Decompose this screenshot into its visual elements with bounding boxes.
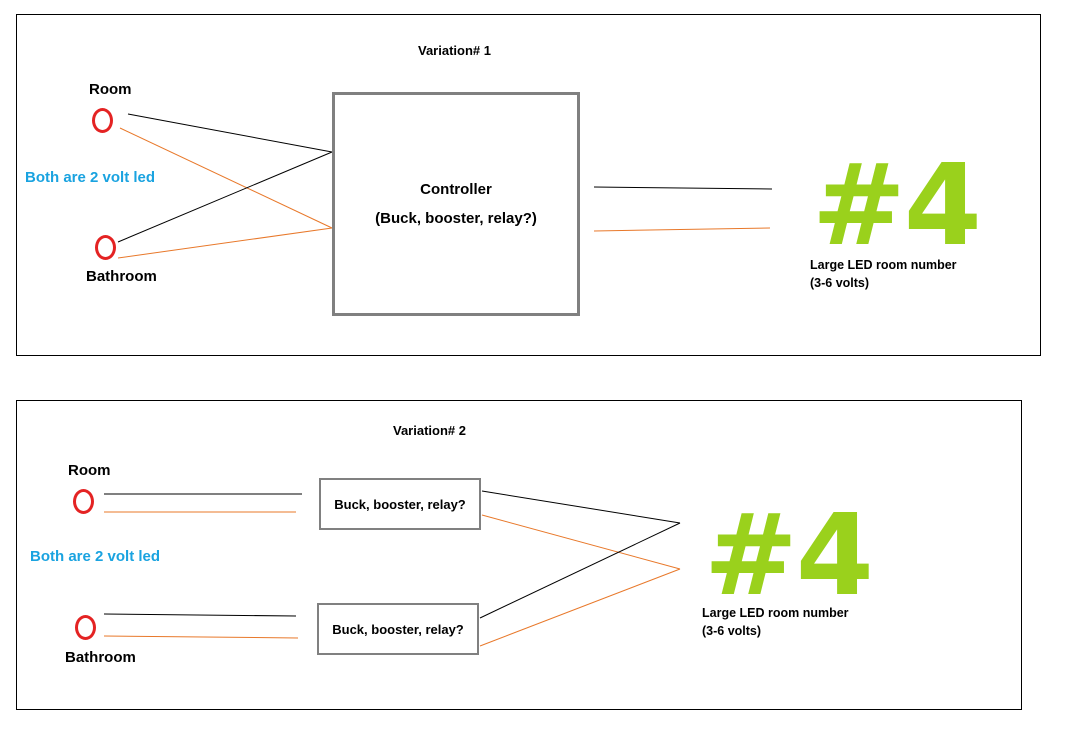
wire-orange-box-top-to-number (481, 514, 681, 570)
bathroom-label: Bathroom (65, 649, 136, 666)
room-number-display: #4 (704, 491, 874, 621)
room-number-voltage: (3-6 volts) (810, 276, 870, 290)
wire-orange-bathroom-to-box-bottom (103, 635, 299, 639)
bathroom-led-icon (95, 235, 116, 260)
controller-subtitle: (Buck, booster, relay?) (375, 210, 537, 227)
wire-black-bathroom-to-box-bottom (103, 613, 297, 617)
wire-orange-room-to-controller (119, 127, 333, 229)
wire-black-box-top-to-number (481, 490, 681, 524)
controller-title: Controller (420, 181, 492, 198)
variation-1-title: Variation# 1 (418, 43, 491, 58)
room-led-icon (73, 489, 94, 514)
room-number-caption: Large LED room number (702, 606, 849, 620)
room-number-display: #4 (812, 141, 982, 271)
variation-2-title: Variation# 2 (393, 423, 466, 438)
room-number-voltage: (3-6 volts) (702, 624, 762, 638)
wire-orange-bathroom-to-controller (117, 227, 333, 259)
led-voltage-note: Both are 2 volt led (25, 169, 156, 186)
bathroom-led-icon (75, 615, 96, 640)
wire-black-box-bottom-to-number (479, 522, 681, 619)
room-led-icon (92, 108, 113, 133)
buck-booster-relay-box-top: Buck, booster, relay? (319, 478, 481, 530)
led-voltage-note: Both are 2 volt led (30, 548, 161, 565)
buck-booster-relay-box-bottom: Buck, booster, relay? (317, 603, 479, 655)
wire-orange-box-bottom-to-number (479, 568, 681, 647)
buck-box-top-label: Buck, booster, relay? (334, 496, 466, 512)
room-number-caption: Large LED room number (810, 258, 957, 272)
room-label: Room (89, 81, 132, 98)
wire-black-controller-to-number (593, 186, 773, 190)
buck-box-bottom-label: Buck, booster, relay? (332, 621, 464, 637)
wire-black-room-to-controller (127, 113, 333, 153)
bathroom-label: Bathroom (86, 268, 157, 285)
wire-black-bathroom-to-controller (117, 151, 333, 243)
room-label: Room (68, 462, 111, 479)
wire-orange-controller-to-number (593, 227, 771, 232)
variation-2-panel (16, 400, 1022, 710)
controller-box: Controller (Buck, booster, relay?) (332, 92, 580, 316)
